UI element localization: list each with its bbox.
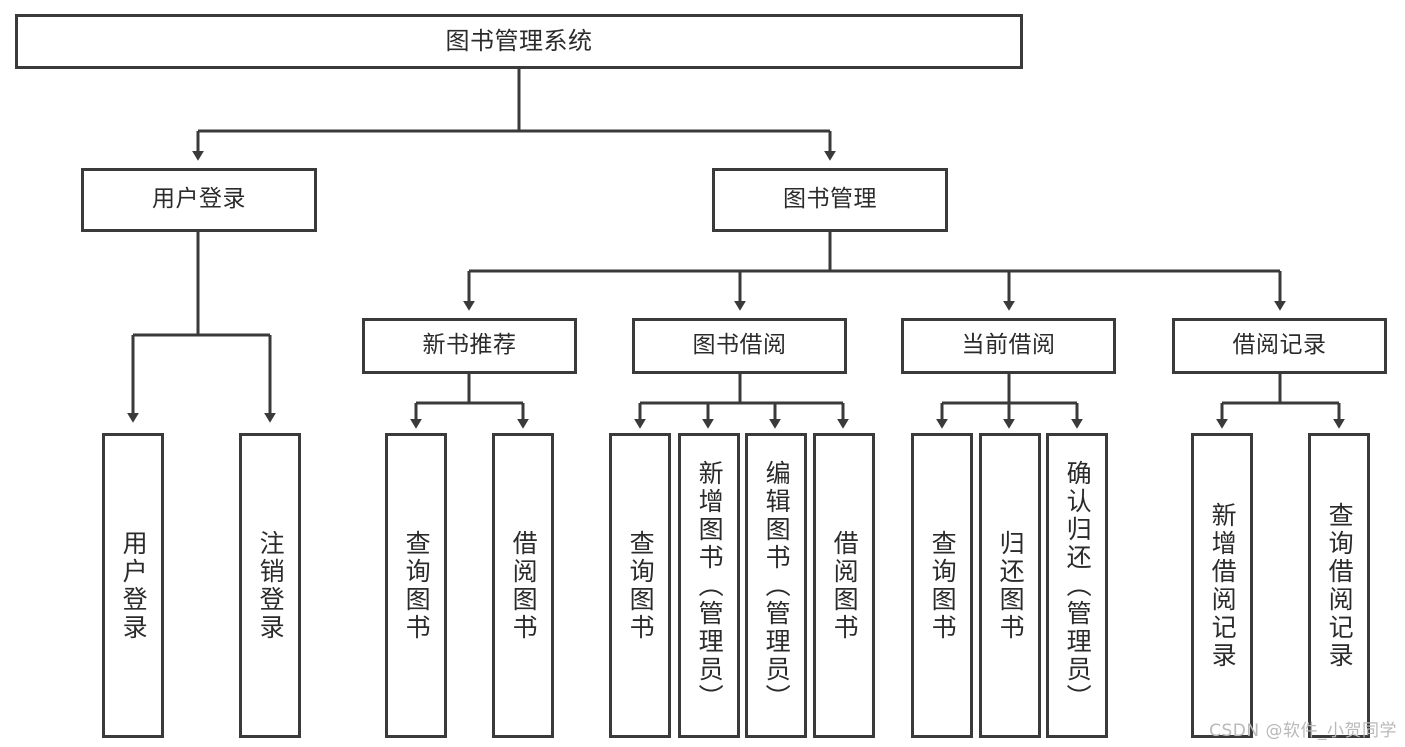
node-leaf-return-book[interactable]: 归还图书 [979, 433, 1041, 738]
node-current-borrow-label: 当前借阅 [961, 332, 1056, 359]
node-book-borrow[interactable]: 图书借阅 [632, 318, 847, 374]
node-book-manage[interactable]: 图书管理 [712, 168, 948, 232]
node-leaf-borrow-book-1-label: 借阅图书 [509, 529, 539, 642]
node-current-borrow[interactable]: 当前借阅 [901, 318, 1116, 374]
node-book-borrow-label: 图书借阅 [692, 332, 787, 359]
node-leaf-query-book-3-label: 查询图书 [928, 529, 958, 642]
node-leaf-add-book[interactable]: 新增图书（管理员） [678, 433, 740, 738]
node-leaf-confirm-return[interactable]: 确认归还（管理员） [1046, 433, 1108, 738]
node-leaf-query-record[interactable]: 查询借阅记录 [1308, 433, 1370, 738]
node-leaf-edit-book-label: 编辑图书（管理员） [762, 459, 792, 712]
node-leaf-query-book-1-label: 查询图书 [402, 529, 432, 642]
node-leaf-query-book-2-label: 查询图书 [626, 529, 656, 642]
node-leaf-query-book-3[interactable]: 查询图书 [911, 433, 973, 738]
node-leaf-borrow-book-2-label: 借阅图书 [830, 529, 860, 642]
node-user-login[interactable]: 用户登录 [81, 168, 317, 232]
node-new-book-rec-label: 新书推荐 [422, 332, 517, 359]
node-leaf-user-login-label: 用户登录 [119, 529, 149, 642]
node-leaf-edit-book[interactable]: 编辑图书（管理员） [745, 433, 807, 738]
node-leaf-confirm-return-label: 确认归还（管理员） [1063, 459, 1093, 712]
node-leaf-add-record-label: 新增借阅记录 [1208, 501, 1238, 670]
node-leaf-return-book-label: 归还图书 [996, 529, 1026, 642]
node-leaf-add-record[interactable]: 新增借阅记录 [1191, 433, 1253, 738]
node-leaf-borrow-book-2[interactable]: 借阅图书 [813, 433, 875, 738]
node-leaf-logout-label: 注销登录 [256, 529, 286, 642]
node-leaf-add-book-label: 新增图书（管理员） [695, 459, 725, 712]
node-book-manage-label: 图书管理 [783, 186, 877, 213]
node-leaf-query-book-2[interactable]: 查询图书 [609, 433, 671, 738]
node-borrow-record-label: 借阅记录 [1232, 332, 1327, 359]
node-root-label: 图书管理系统 [445, 27, 593, 56]
node-user-login-label: 用户登录 [152, 186, 246, 213]
node-borrow-record[interactable]: 借阅记录 [1172, 318, 1387, 374]
node-new-book-rec[interactable]: 新书推荐 [362, 318, 577, 374]
node-leaf-user-login[interactable]: 用户登录 [102, 433, 164, 738]
node-leaf-borrow-book-1[interactable]: 借阅图书 [492, 433, 554, 738]
node-root[interactable]: 图书管理系统 [15, 14, 1023, 69]
node-leaf-query-book-1[interactable]: 查询图书 [385, 433, 447, 738]
node-leaf-query-record-label: 查询借阅记录 [1325, 501, 1355, 670]
node-leaf-logout[interactable]: 注销登录 [239, 433, 301, 738]
